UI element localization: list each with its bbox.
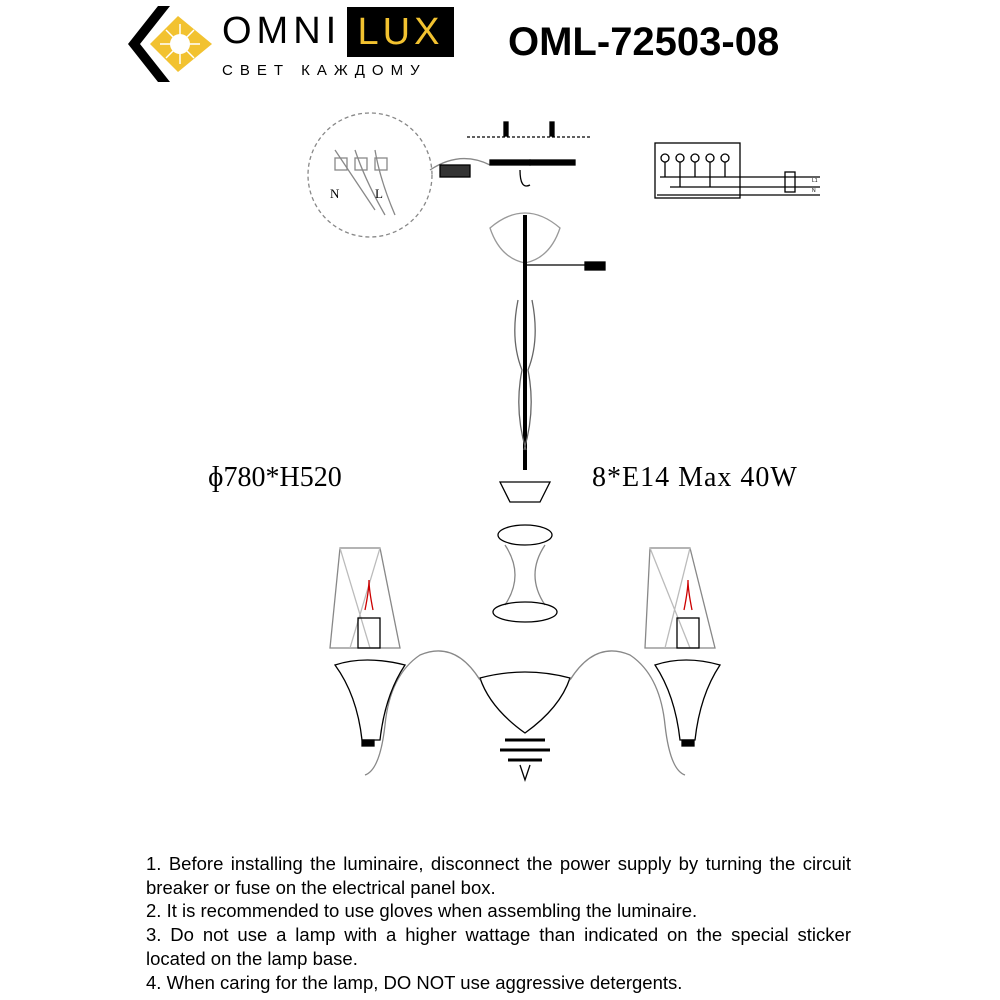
schematic-neutral-label: N xyxy=(812,188,816,194)
wiring-schematic xyxy=(654,142,820,199)
live-label: L xyxy=(375,186,383,201)
model-number: OML-72503-08 xyxy=(508,20,780,64)
neutral-label: N xyxy=(330,186,340,201)
note-item: 2. It is recommended to use gloves when … xyxy=(146,900,698,922)
chandelier-diagram: N L L1 N xyxy=(307,112,820,783)
brand-name-omni: OMNI xyxy=(222,10,342,52)
brand-tagline: СВЕТ КАЖДОМУ xyxy=(222,62,427,79)
bulb-spec-label: 8*E14 Max 40W xyxy=(592,462,798,493)
logo-mark-icon xyxy=(128,6,212,82)
note-item: 4. When caring for the lamp, DO NOT use … xyxy=(146,971,683,993)
brand-name-lux: LUX xyxy=(347,7,454,57)
note-item: 3. Do not use a lamp with a higher watta… xyxy=(146,924,851,969)
schematic-live-label: L1 xyxy=(812,178,818,184)
note-item: 1. Before installing the luminaire, disc… xyxy=(146,853,851,898)
dimensions-label: ɸ780*H520 xyxy=(208,462,342,493)
safety-notes: 1. Before installing the luminaire, disc… xyxy=(146,852,851,994)
wiring-detail xyxy=(307,112,491,238)
